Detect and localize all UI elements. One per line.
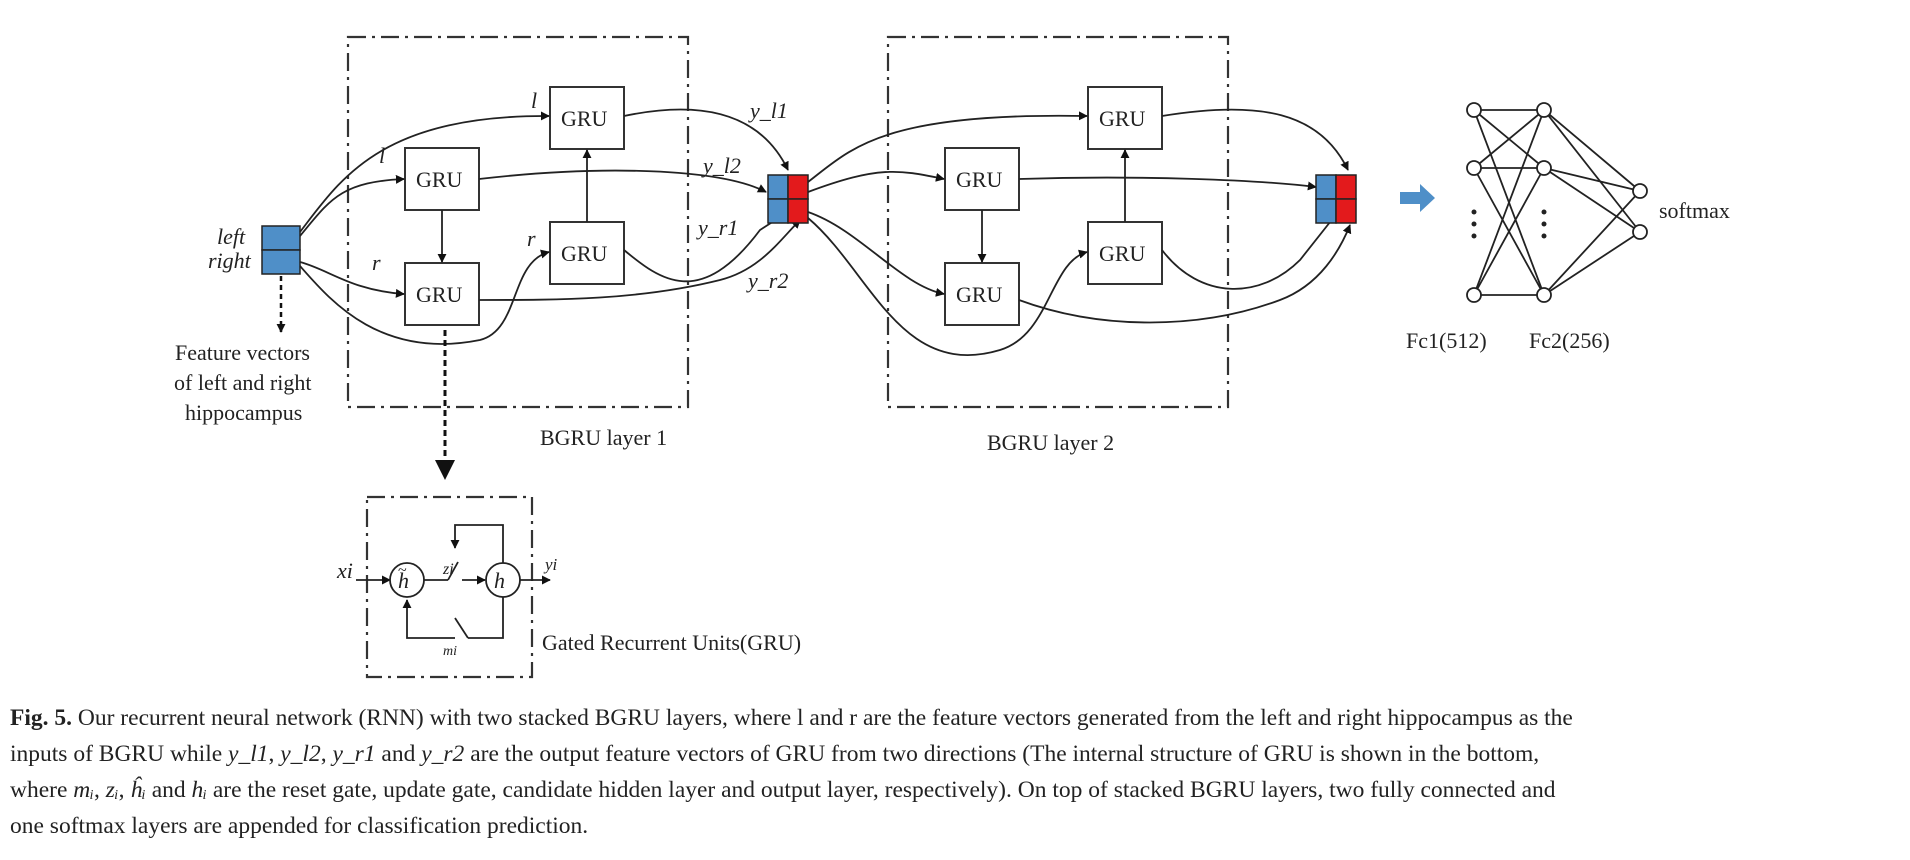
- fc1-label: Fc1(512): [1406, 328, 1487, 353]
- path-label-l-mid: l: [379, 143, 385, 168]
- input-block-left: [261, 225, 301, 251]
- feature-note-line1: Feature vectors: [175, 340, 310, 365]
- input-left-label: left: [217, 224, 246, 249]
- gru-detail-x-label: xi: [336, 558, 353, 583]
- concat2-blue-bottom: [1315, 198, 1337, 224]
- svg-text:GRU: GRU: [1099, 106, 1146, 131]
- feature-note-line3: hippocampus: [185, 400, 302, 425]
- path-label-l-top: l: [531, 88, 537, 113]
- gru-detail-title: Gated Recurrent Units(GRU): [542, 630, 801, 655]
- softmax-label: softmax: [1659, 198, 1730, 223]
- gru-detail-m-label: mi: [443, 644, 457, 659]
- svg-text:GRU: GRU: [561, 106, 608, 131]
- feature-note-line2: of left and right: [174, 370, 311, 395]
- svg-text:h: h: [398, 568, 409, 593]
- gru-detail-y-label: yi: [543, 555, 558, 574]
- concat2-red-top: [1335, 174, 1357, 200]
- bgru-layer2-frame: [886, 35, 1230, 409]
- path-label-r-mid: r: [527, 226, 536, 251]
- gru-box-l2-bwd-mid: GRU: [1087, 221, 1163, 285]
- concat1-blue-bottom: [767, 198, 789, 224]
- caption-line4: one softmax layers are appended for clas…: [10, 813, 589, 839]
- caption-fig-label: Fig. 5.: [10, 705, 73, 731]
- gru-detail-frame: [365, 495, 534, 679]
- blue-arrow-icon: [1400, 184, 1435, 212]
- bgru-diagram: BGRU layer 1 BGRU layer 2 left right Fea…: [174, 35, 1730, 679]
- fc-network: [1466, 102, 1648, 303]
- svg-text:GRU: GRU: [956, 282, 1003, 307]
- svg-text:GRU: GRU: [1099, 241, 1146, 266]
- gru-box-l2-fwd-top: GRU: [1087, 86, 1163, 150]
- svg-text:GRU: GRU: [416, 167, 463, 192]
- gru-box-l1-fwd-mid: GRU: [404, 147, 480, 211]
- input-right-label: right: [208, 248, 252, 273]
- figure-caption: Fig. 5. Our recurrent neural network (RN…: [10, 705, 1573, 839]
- concat2-blue-top: [1315, 174, 1337, 200]
- svg-text:GRU: GRU: [561, 241, 608, 266]
- gru-box-l1-fwd-top: GRU: [549, 86, 625, 150]
- svg-text:h: h: [494, 568, 505, 593]
- bgru-layer1-frame: [346, 35, 690, 409]
- output-label-y-r2: y_r2: [746, 268, 788, 293]
- gru-detail-z-label: zi: [442, 561, 454, 578]
- bgru-layer1-title: BGRU layer 1: [540, 425, 667, 450]
- bgru-layer2-title: BGRU layer 2: [987, 430, 1114, 455]
- input-block-right: [261, 249, 301, 275]
- gru-box-l1-bwd-bottom: GRU: [404, 262, 480, 326]
- svg-text:GRU: GRU: [416, 282, 463, 307]
- caption-line1: Our recurrent neural network (RNN) with …: [77, 705, 1573, 731]
- gru-box-l1-bwd-mid: GRU: [549, 221, 625, 285]
- concat1-red-bottom: [787, 198, 809, 224]
- svg-text:~: ~: [398, 562, 407, 579]
- output-label-y-r1: y_r1: [696, 215, 738, 240]
- path-label-r-bottom: r: [372, 250, 381, 275]
- concat1-red-top: [787, 174, 809, 200]
- gru-box-l2-fwd-mid: GRU: [944, 147, 1020, 211]
- gru-box-l2-bwd-bottom: GRU: [944, 262, 1020, 326]
- concat2-red-bottom: [1335, 198, 1357, 224]
- output-label-y-l1: y_l1: [748, 98, 788, 123]
- output-label-y-l2: y_l2: [701, 153, 741, 178]
- concat1-blue-top: [767, 174, 789, 200]
- svg-text:GRU: GRU: [956, 167, 1003, 192]
- fc2-label: Fc2(256): [1529, 328, 1610, 353]
